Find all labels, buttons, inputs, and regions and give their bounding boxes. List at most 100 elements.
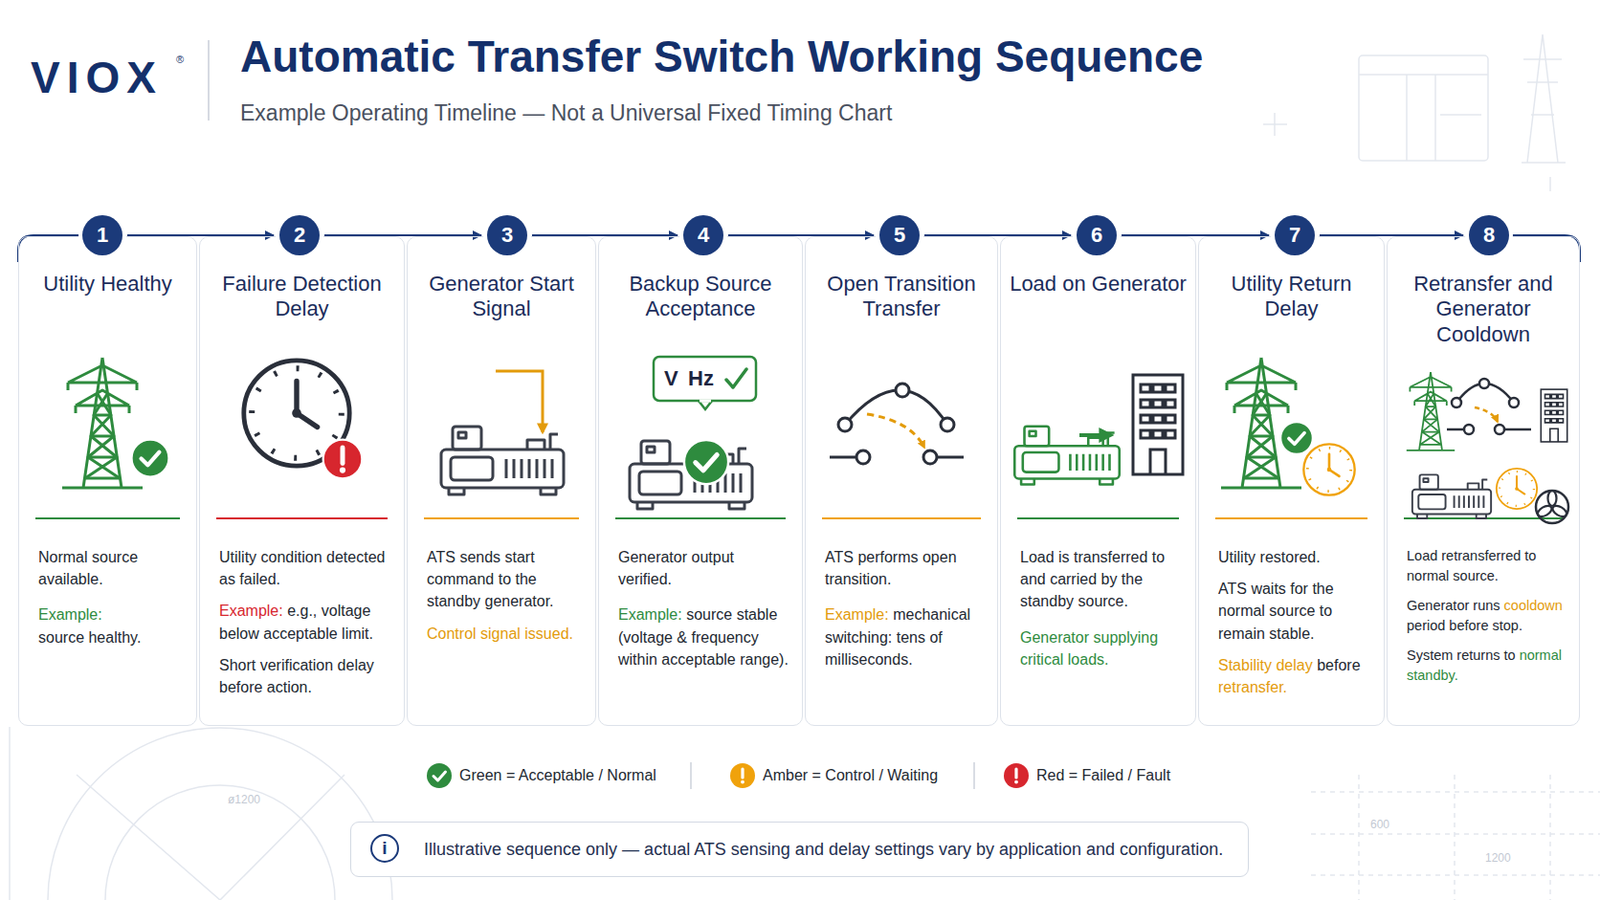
step-paragraph: Example: e.g., voltage below acceptable … [219, 600, 393, 645]
step-card: Backup Source AcceptanceGenerator output… [598, 236, 803, 727]
step-body: Generator output verified. Example: sourc… [618, 546, 791, 671]
step-heading: Utility Return Delay [1206, 271, 1377, 323]
step-paragraph: Generator supplying critical loads. [1020, 626, 1184, 671]
deco-path [1263, 112, 1551, 192]
step-number: 2 [279, 215, 320, 256]
step-paragraph: Example: source stable (voltage & freque… [618, 603, 791, 671]
step-text: Load retransferred to normal source. [1406, 548, 1536, 584]
step-paragraph: Short verification delay before action. [219, 654, 393, 699]
timeline-line [18, 235, 1580, 263]
deco-line [423, 517, 579, 520]
deco-circle [1535, 490, 1569, 524]
step-text: Utility condition detected as failed. [219, 549, 385, 588]
deco-path [9, 727, 393, 900]
step-paragraph: ATS sends start command to the standby g… [426, 546, 584, 614]
step-number-text: 1 [96, 222, 109, 248]
step-card: Generator Start SignalATS sends start co… [406, 236, 597, 727]
volt-symbol: V [664, 368, 679, 390]
step-paragraph: Load retransferred to normal source. [1406, 546, 1568, 587]
step-heading: Generator Start Signal [415, 271, 588, 323]
step-paragraph: Utility restored. [1218, 546, 1373, 569]
step-heading: Utility Healthy [26, 271, 189, 297]
step-body: ATS performs open transition.Example: me… [824, 546, 986, 671]
deco-path [1311, 775, 1600, 900]
deco-path [1079, 433, 1109, 438]
step-paragraph: Utility condition detected as failed. [219, 546, 393, 591]
deco-line [1215, 517, 1368, 520]
legend-glyph [730, 763, 756, 789]
deco-line [615, 517, 786, 520]
legend-text: Green = Acceptable / Normal [459, 768, 657, 784]
step-paragraph: ATS waits for the normal source to remai… [1218, 577, 1373, 645]
info-letter: i [381, 838, 387, 860]
deco-circle [1479, 378, 1489, 389]
deco-use [1303, 444, 1355, 495]
step-card: Load on GeneratorLoad is transferred to … [1000, 236, 1197, 727]
exclaim-dot [740, 780, 745, 785]
deco-use [1133, 375, 1183, 475]
step-heading: Load on Generator [1008, 271, 1188, 297]
step-heading: Backup Source Acceptance [606, 271, 795, 323]
retransfer-cooldown-icon [1406, 372, 1569, 524]
step-number-text: 3 [501, 222, 513, 248]
deco-use [1406, 372, 1455, 451]
deco-circle [856, 450, 870, 465]
deco-use [441, 426, 564, 495]
exclaim-glyph [1014, 769, 1018, 778]
step-number-text: 8 [1483, 222, 1495, 248]
step-number: 7 [1274, 215, 1315, 256]
deco-use [1014, 426, 1120, 486]
highlight-text: Example: [38, 606, 103, 623]
deco-line [822, 517, 981, 520]
highlight-text: Control signal issued. [426, 625, 574, 643]
step-paragraph: Stability delay before retransfer. [1218, 654, 1373, 699]
step-paragraph: Generator runs cooldown period before st… [1406, 596, 1568, 637]
delay-clock-icon [244, 360, 363, 480]
deco-circle [1451, 398, 1462, 408]
deco-polyline [726, 369, 747, 388]
step-paragraph: Generator output verified. [618, 546, 791, 591]
deco-ellipse [1551, 504, 1569, 520]
dimension-watermark: ø1200 [227, 794, 261, 806]
load-on-generator-icon [1014, 375, 1183, 485]
step-card: Failure Detection DelayUtility condition… [199, 236, 405, 727]
check-glyph [433, 772, 446, 781]
step-card: Utility Return DelayUtility restored. ATS… [1198, 236, 1385, 727]
start-signal-icon [441, 371, 564, 495]
deco-circle [1494, 424, 1505, 435]
deco-path [1521, 34, 1566, 163]
deco-use [1280, 422, 1312, 454]
step-heading: Retransfer and Generator Cooldown [1395, 271, 1572, 348]
legend-separators [690, 762, 975, 790]
legend-text: Red = Failed / Fault [1036, 768, 1171, 784]
legend-glyph [426, 763, 452, 789]
step-text: System returns to [1406, 647, 1516, 664]
step-text: Generator output verified. [618, 549, 734, 588]
info-icon: i [370, 834, 400, 864]
step-paragraph: Example: [38, 603, 185, 626]
deco-circle [1464, 424, 1474, 435]
utility-return-icon [1221, 357, 1356, 496]
deco-circle [838, 418, 852, 432]
step-card: Open Transition TransferATS performs ope… [804, 236, 999, 727]
deco-path [829, 456, 964, 460]
step-number: 5 [879, 215, 920, 256]
step-number-text: 5 [893, 222, 906, 248]
step-heading: Failure Detection Delay [207, 271, 397, 323]
highlight-text: Generator supplying critical loads. [1020, 629, 1158, 668]
legend-swatch [426, 763, 452, 789]
deco-rect [1358, 55, 1489, 161]
step-paragraph: source healthy. [38, 626, 185, 649]
deco-line [973, 762, 976, 790]
deco-path [18, 235, 81, 263]
deco-ellipse [1548, 490, 1557, 507]
highlight-text: Stability delay [1218, 657, 1313, 674]
step-text: Short verification delay before action. [219, 657, 375, 696]
step-card: Retransfer and Generator CooldownLoad re… [1386, 236, 1580, 727]
legend-glyph [1003, 763, 1029, 789]
step-text: ATS sends start command to the standby g… [426, 549, 555, 610]
step-text: ATS waits for the normal source to remai… [1218, 580, 1334, 642]
deco-path [495, 371, 543, 433]
